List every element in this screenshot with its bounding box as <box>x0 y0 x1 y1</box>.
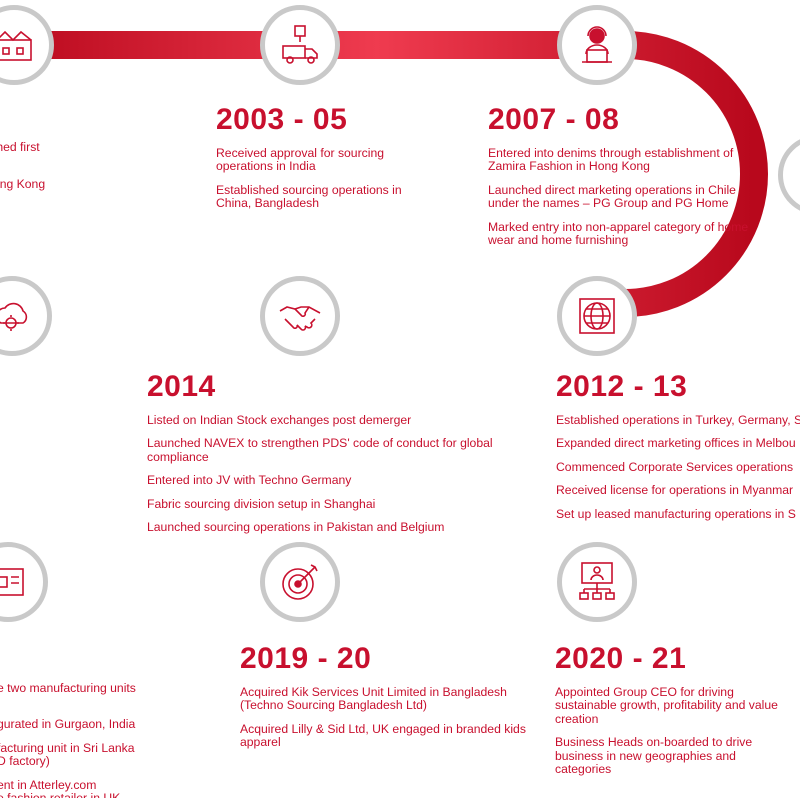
list-item: Appointed Group CEO for driving sustaina… <box>555 685 778 726</box>
list-item: Entered into denims through establishmen… <box>488 146 734 174</box>
milestone-1-node <box>260 5 340 85</box>
list-item: Acquired Lilly & Sid Ltd, UK engaged in … <box>240 721 526 750</box>
list-item: ies <box>0 154 155 167</box>
milestone-2-node <box>557 5 637 85</box>
call-center-agent-icon <box>582 26 612 63</box>
list-item: Launched direct marketing operations in … <box>488 182 736 211</box>
list-item: established first <box>0 140 40 154</box>
milestone-8-items: Appointed Group CEO for driving sustaina… <box>555 685 780 777</box>
machine-icon <box>0 568 24 596</box>
curve-node-icon <box>795 152 800 198</box>
milestone-8: 2020 - 21 Appointed Group CEO for drivin… <box>555 642 780 786</box>
list-item: Marked entry into non-apparel category o… <box>488 219 749 248</box>
milestone-0: established first ies es in Hong Kong <box>0 140 155 201</box>
milestone-7-node <box>260 542 340 622</box>
milestone-7-items: Acquired Kik Services Unit Limited in Ba… <box>240 685 530 750</box>
list-item: Business Heads on-boarded to drive busin… <box>555 735 753 777</box>
milestone-5: 2012 - 13 Established operations in Turk… <box>556 370 800 531</box>
list-item: ent in Atterley.com e fashion retailer i… <box>0 777 120 798</box>
milestone-1-items: Received approval for sourcing operation… <box>216 146 431 211</box>
cloud-gear-icon <box>0 302 28 331</box>
milestone-2: 2007 - 08 Entered into denims through es… <box>488 103 758 257</box>
list-item: Acquired Kik Services Unit Limited in Ba… <box>240 685 507 713</box>
list-item: Entered into JV with Techno Germany <box>147 473 352 488</box>
delivery-truck-icon <box>282 25 318 64</box>
list-item: e two manufacturing units <box>0 681 136 695</box>
list-item: Commenced Corporate Services operations <box>556 459 794 474</box>
target-arrow-icon <box>282 564 318 600</box>
list-item: Established sourcing operations in China… <box>216 182 402 211</box>
milestone-4: 2014 Listed on Indian Stock exchanges po… <box>147 370 517 544</box>
milestone-0-items: established first ies es in Hong Kong <box>0 140 155 191</box>
list-item: Set up leased manufacturing operations i… <box>556 506 796 521</box>
milestone-5-items: Established operations in Turkey, German… <box>556 413 800 521</box>
globe-icon <box>579 298 615 334</box>
list-item: Listed on Indian Stock exchanges post de… <box>147 413 412 427</box>
milestone-2-items: Entered into denims through establishmen… <box>488 146 758 248</box>
handshake-icon <box>279 306 321 331</box>
org-chart-presentation-icon <box>579 562 615 600</box>
milestone-5-node <box>557 276 637 356</box>
milestone-8-year: 2020 - 21 <box>555 642 687 675</box>
milestone-1: 2003 - 05 Received approval for sourcing… <box>216 103 431 221</box>
list-item: Received approval for sourcing operation… <box>216 146 385 174</box>
milestone-5-year: 2012 - 13 <box>556 370 688 403</box>
milestone-8-node <box>557 542 637 622</box>
milestone-4-year: 2014 <box>147 370 216 403</box>
milestone-7: 2019 - 20 Acquired Kik Services Unit Lim… <box>240 642 530 760</box>
milestone-6: e two manufacturing units gurated in Gur… <box>0 681 167 798</box>
list-item: Received license for operations in Myanm… <box>556 483 794 498</box>
list-item: Established operations in Turkey, German… <box>556 413 800 427</box>
milestone-6-items: e two manufacturing units gurated in Gur… <box>0 681 167 798</box>
list-item: Launched sourcing operations in Pakistan… <box>147 520 445 535</box>
list-item: Fabric sourcing division setup in Shangh… <box>147 496 376 511</box>
track-row-1 <box>0 31 768 317</box>
list-item: gurated in Gurgaon, India <box>0 717 136 732</box>
factory-icon <box>0 30 32 61</box>
milestone-2-year: 2007 - 08 <box>488 103 620 136</box>
milestone-1-year: 2003 - 05 <box>216 103 348 136</box>
list-item: Launched NAVEX to strengthen PDS' code o… <box>147 436 493 464</box>
list-item: facturing unit in Sri Lanka D factory) <box>0 740 135 769</box>
milestone-7-year: 2019 - 20 <box>240 642 372 675</box>
list-item: es in Hong Kong <box>0 176 46 191</box>
milestone-4-items: Listed on Indian Stock exchanges post de… <box>147 413 517 535</box>
list-item: Expanded direct marketing offices in Mel… <box>556 436 796 451</box>
milestone-4-node <box>260 276 340 356</box>
